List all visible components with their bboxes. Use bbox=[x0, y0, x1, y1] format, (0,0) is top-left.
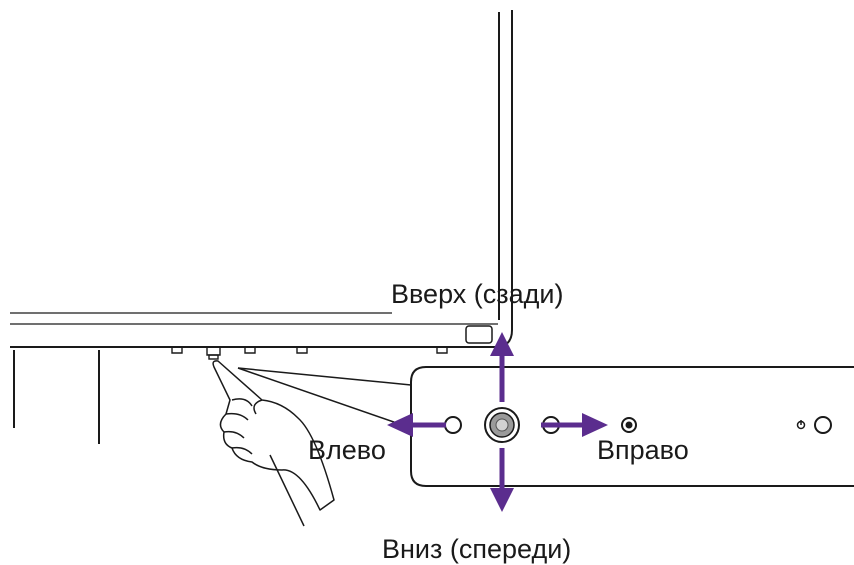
label-up: Вверх (сзади) bbox=[391, 279, 564, 309]
label-down: Вниз (спереди) bbox=[382, 534, 572, 564]
pointing-hand-icon bbox=[212, 360, 335, 527]
panel-buttons bbox=[444, 416, 832, 434]
input-icon bbox=[621, 417, 637, 433]
label-left: Влево bbox=[308, 435, 386, 465]
callout-lines bbox=[237, 367, 412, 429]
direction-arrows bbox=[387, 332, 608, 512]
control-panel-zoom bbox=[410, 366, 854, 487]
joystick-button-icon bbox=[484, 407, 520, 443]
arrow-up-icon bbox=[490, 332, 514, 402]
arrow-left-icon bbox=[387, 413, 446, 437]
arrow-down-icon bbox=[490, 448, 514, 512]
label-right: Вправо bbox=[597, 435, 689, 465]
bezel-buttons bbox=[171, 347, 448, 360]
power-icon bbox=[796, 416, 832, 434]
arrow-right-icon bbox=[541, 413, 608, 437]
